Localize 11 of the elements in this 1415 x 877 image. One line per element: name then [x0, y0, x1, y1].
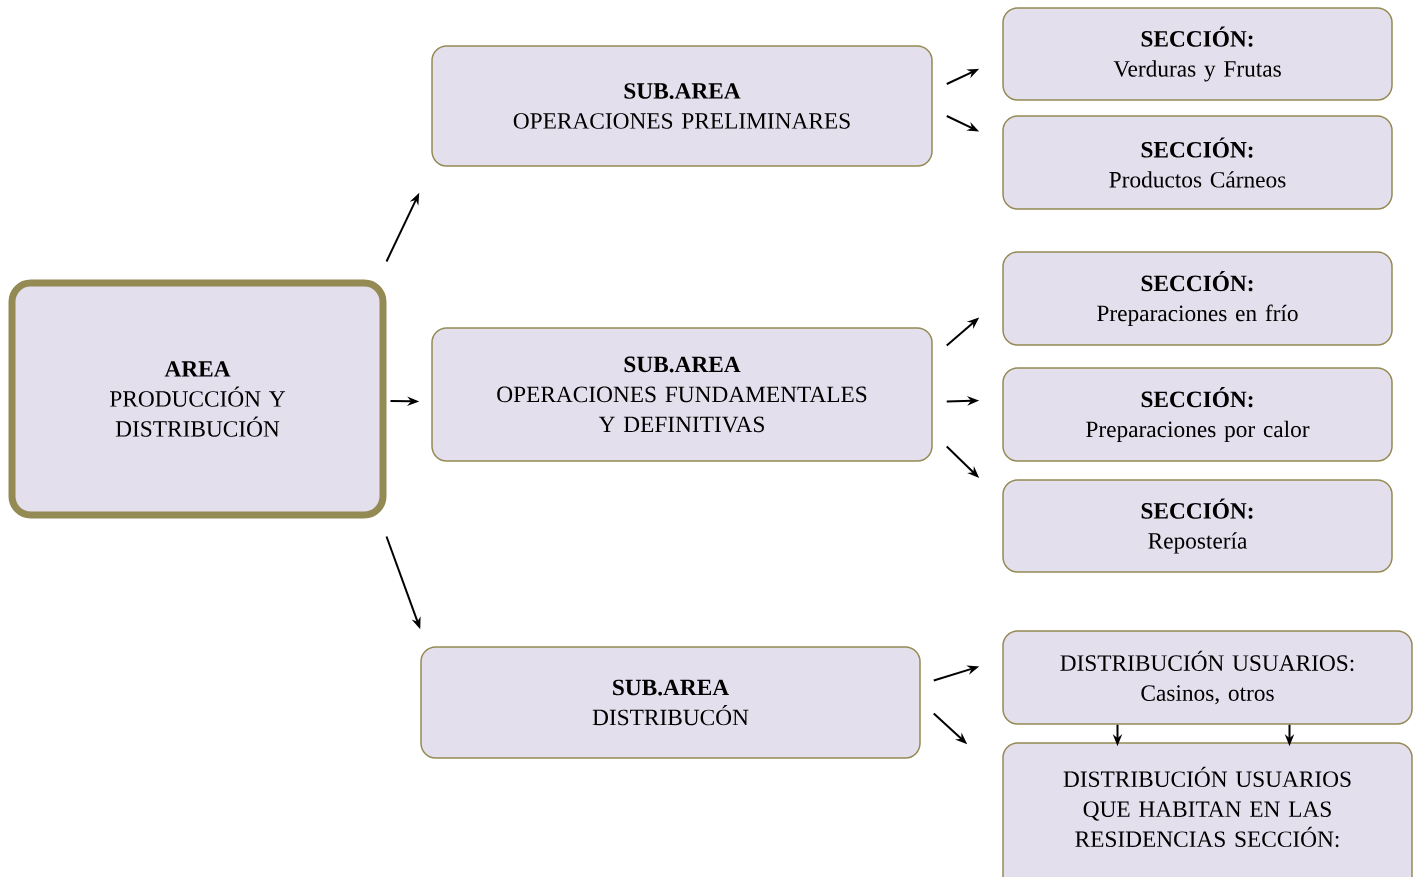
- area-box: AREA PRODUCCIÓN Y DISTRIBUCIÓN: [8, 279, 387, 519]
- section-box: SECCIÓN: Verduras y Frutas: [1002, 7, 1393, 101]
- distribution-box: DISTRIBUCIÓN USUARIOS QUE HABITAN EN LAS RESIDENCIAS SECCIÓN:: [1002, 742, 1413, 877]
- section-box: SECCIÓN: Productos Cárneos: [1002, 115, 1393, 210]
- subarea-box: SUB.AREA DISTRIBUCÓN: [420, 646, 921, 759]
- distribution-box: DISTRIBUCIÓN USUARIOS: Casinos, otros: [1002, 630, 1413, 725]
- subarea-box: SUB.AREA OPERACIONES PRELIMINARES: [431, 45, 933, 167]
- subarea-box: SUB.AREA OPERACIONES FUNDAMENTALES Y DEFINITIVAS: [431, 327, 933, 462]
- section-box: SECCIÓN: Preparaciones en frío: [1002, 251, 1393, 346]
- section-box: SECCIÓN: Preparaciones por calor: [1002, 367, 1393, 462]
- section-box: SECCIÓN: Repostería: [1002, 479, 1393, 573]
